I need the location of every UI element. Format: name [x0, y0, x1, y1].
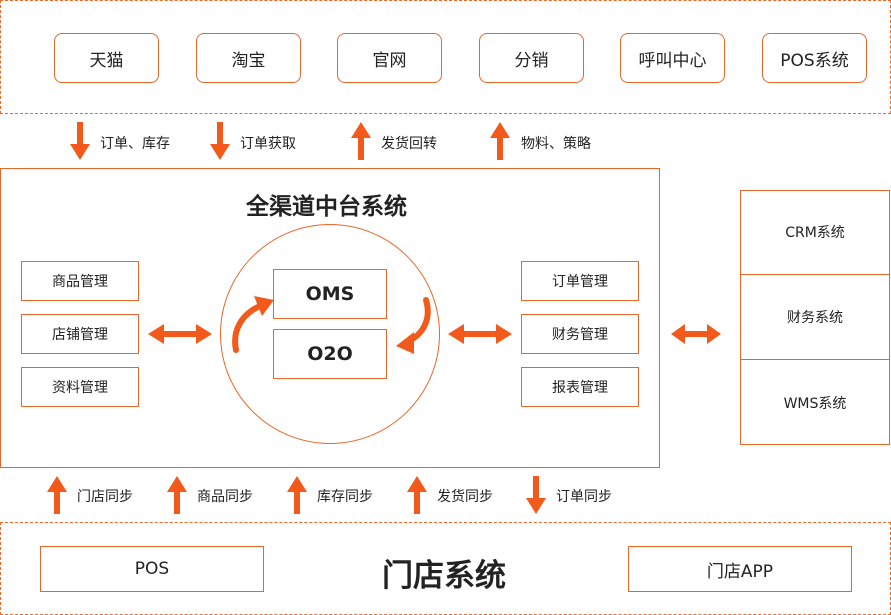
- core-oms[interactable]: OMS: [273, 269, 387, 319]
- arrow-down-icon: [70, 122, 90, 160]
- core-circle: [220, 224, 440, 444]
- arrow-down-icon: [210, 122, 230, 160]
- flow-label-material-strategy: 物料、策略: [521, 136, 591, 152]
- external-crm[interactable]: CRM系统: [740, 190, 890, 275]
- flow-label-stock-sync: 库存同步: [317, 489, 373, 505]
- channel-call-center[interactable]: 呼叫中心: [620, 33, 725, 83]
- channel-website[interactable]: 官网: [337, 33, 442, 83]
- module-finance-management[interactable]: 财务管理: [521, 314, 639, 354]
- channel-distribution[interactable]: 分销: [479, 33, 584, 83]
- store-system-title: 门店系统: [382, 558, 506, 594]
- arrow-up-icon: [490, 122, 510, 160]
- module-product-management[interactable]: 商品管理: [21, 261, 139, 301]
- curved-arrow-up-icon: [232, 296, 274, 353]
- center-system-title: 全渠道中台系统: [246, 194, 407, 220]
- flow-label-product-sync: 商品同步: [197, 489, 253, 505]
- center-system-region: [0, 168, 660, 468]
- channel-taobao[interactable]: 淘宝: [196, 33, 301, 83]
- external-wms[interactable]: WMS系统: [783, 395, 847, 412]
- arrow-up-icon: [351, 122, 371, 160]
- arrow-up-icon: [287, 476, 307, 514]
- arrow-up-icon: [167, 476, 187, 514]
- channel-tmall[interactable]: 天猫: [54, 33, 159, 83]
- external-systems-panel: [740, 190, 890, 445]
- double-arrow-icon: [448, 324, 512, 344]
- store-app[interactable]: 门店APP: [628, 546, 852, 592]
- arrow-down-icon: [526, 476, 546, 514]
- module-store-management[interactable]: 店铺管理: [21, 314, 139, 354]
- double-arrow-icon: [671, 324, 721, 344]
- flow-label-shipping-sync: 发货同步: [437, 489, 493, 505]
- core-o2o[interactable]: O2O: [273, 329, 387, 379]
- module-data-management[interactable]: 资料管理: [21, 367, 139, 407]
- arrow-up-icon: [47, 476, 67, 514]
- flow-label-order-fetch: 订单获取: [240, 136, 296, 152]
- external-finance[interactable]: 财务系统: [740, 275, 890, 360]
- channel-pos-system[interactable]: POS系统: [762, 33, 867, 83]
- double-arrow-icon: [148, 324, 212, 344]
- flow-label-store-sync: 门店同步: [77, 489, 133, 505]
- flow-label-order-sync: 订单同步: [556, 489, 612, 505]
- arrow-up-icon: [407, 476, 427, 514]
- store-pos[interactable]: POS: [40, 546, 264, 592]
- module-order-management[interactable]: 订单管理: [521, 261, 639, 301]
- curved-arrow-down-icon: [396, 297, 431, 354]
- flow-label-order-stock: 订单、库存: [100, 136, 170, 152]
- flow-label-shipping-return: 发货回转: [381, 136, 437, 152]
- module-report-management[interactable]: 报表管理: [521, 367, 639, 407]
